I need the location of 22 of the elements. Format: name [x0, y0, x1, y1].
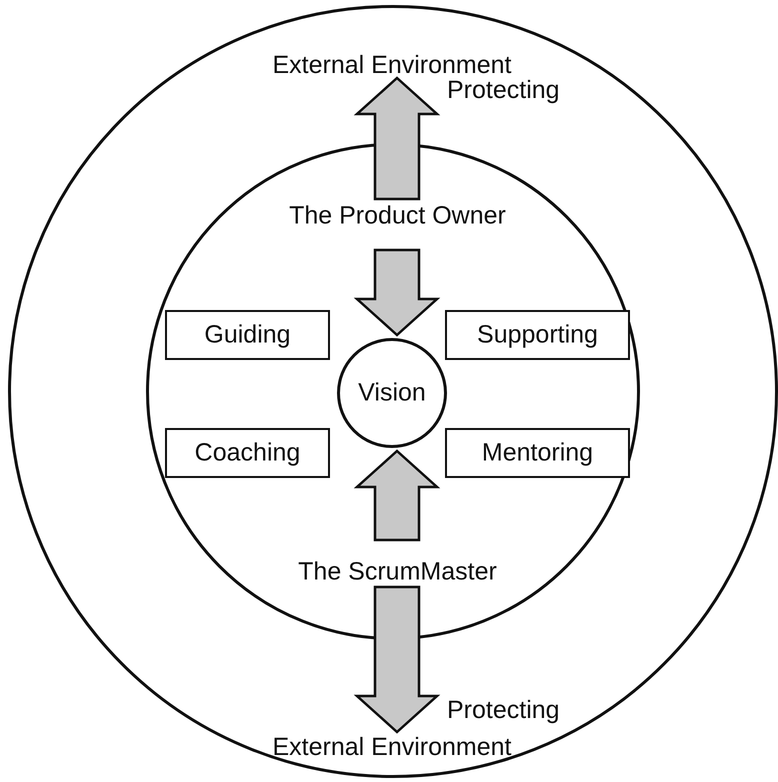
- vision-circle: [337, 338, 447, 448]
- block-arrow: [354, 449, 440, 542]
- role-name: The ScrumMaster: [297, 558, 498, 586]
- edge-label: Protecting: [447, 78, 560, 103]
- edge-label: Protecting: [447, 698, 560, 723]
- node-label: Mentoring: [480, 439, 594, 467]
- activity-box: [445, 310, 630, 360]
- environment-label: External Environment: [271, 50, 512, 80]
- block-arrow: [354, 586, 440, 734]
- inner-circle: [146, 143, 640, 640]
- outer-circle: [8, 5, 778, 778]
- node-label: Guiding: [203, 321, 292, 349]
- block-arrow: [354, 248, 440, 337]
- block-arrow: [354, 76, 440, 200]
- node-label: Vision: [357, 379, 427, 407]
- activity-box: [165, 428, 330, 478]
- activity-box: [445, 428, 630, 478]
- role-name: The Product Owner: [288, 202, 507, 230]
- activity-box: [165, 310, 330, 360]
- node-label: Supporting: [476, 321, 599, 349]
- environment-label: External Environment: [271, 732, 512, 763]
- node-label: Coaching: [194, 439, 302, 467]
